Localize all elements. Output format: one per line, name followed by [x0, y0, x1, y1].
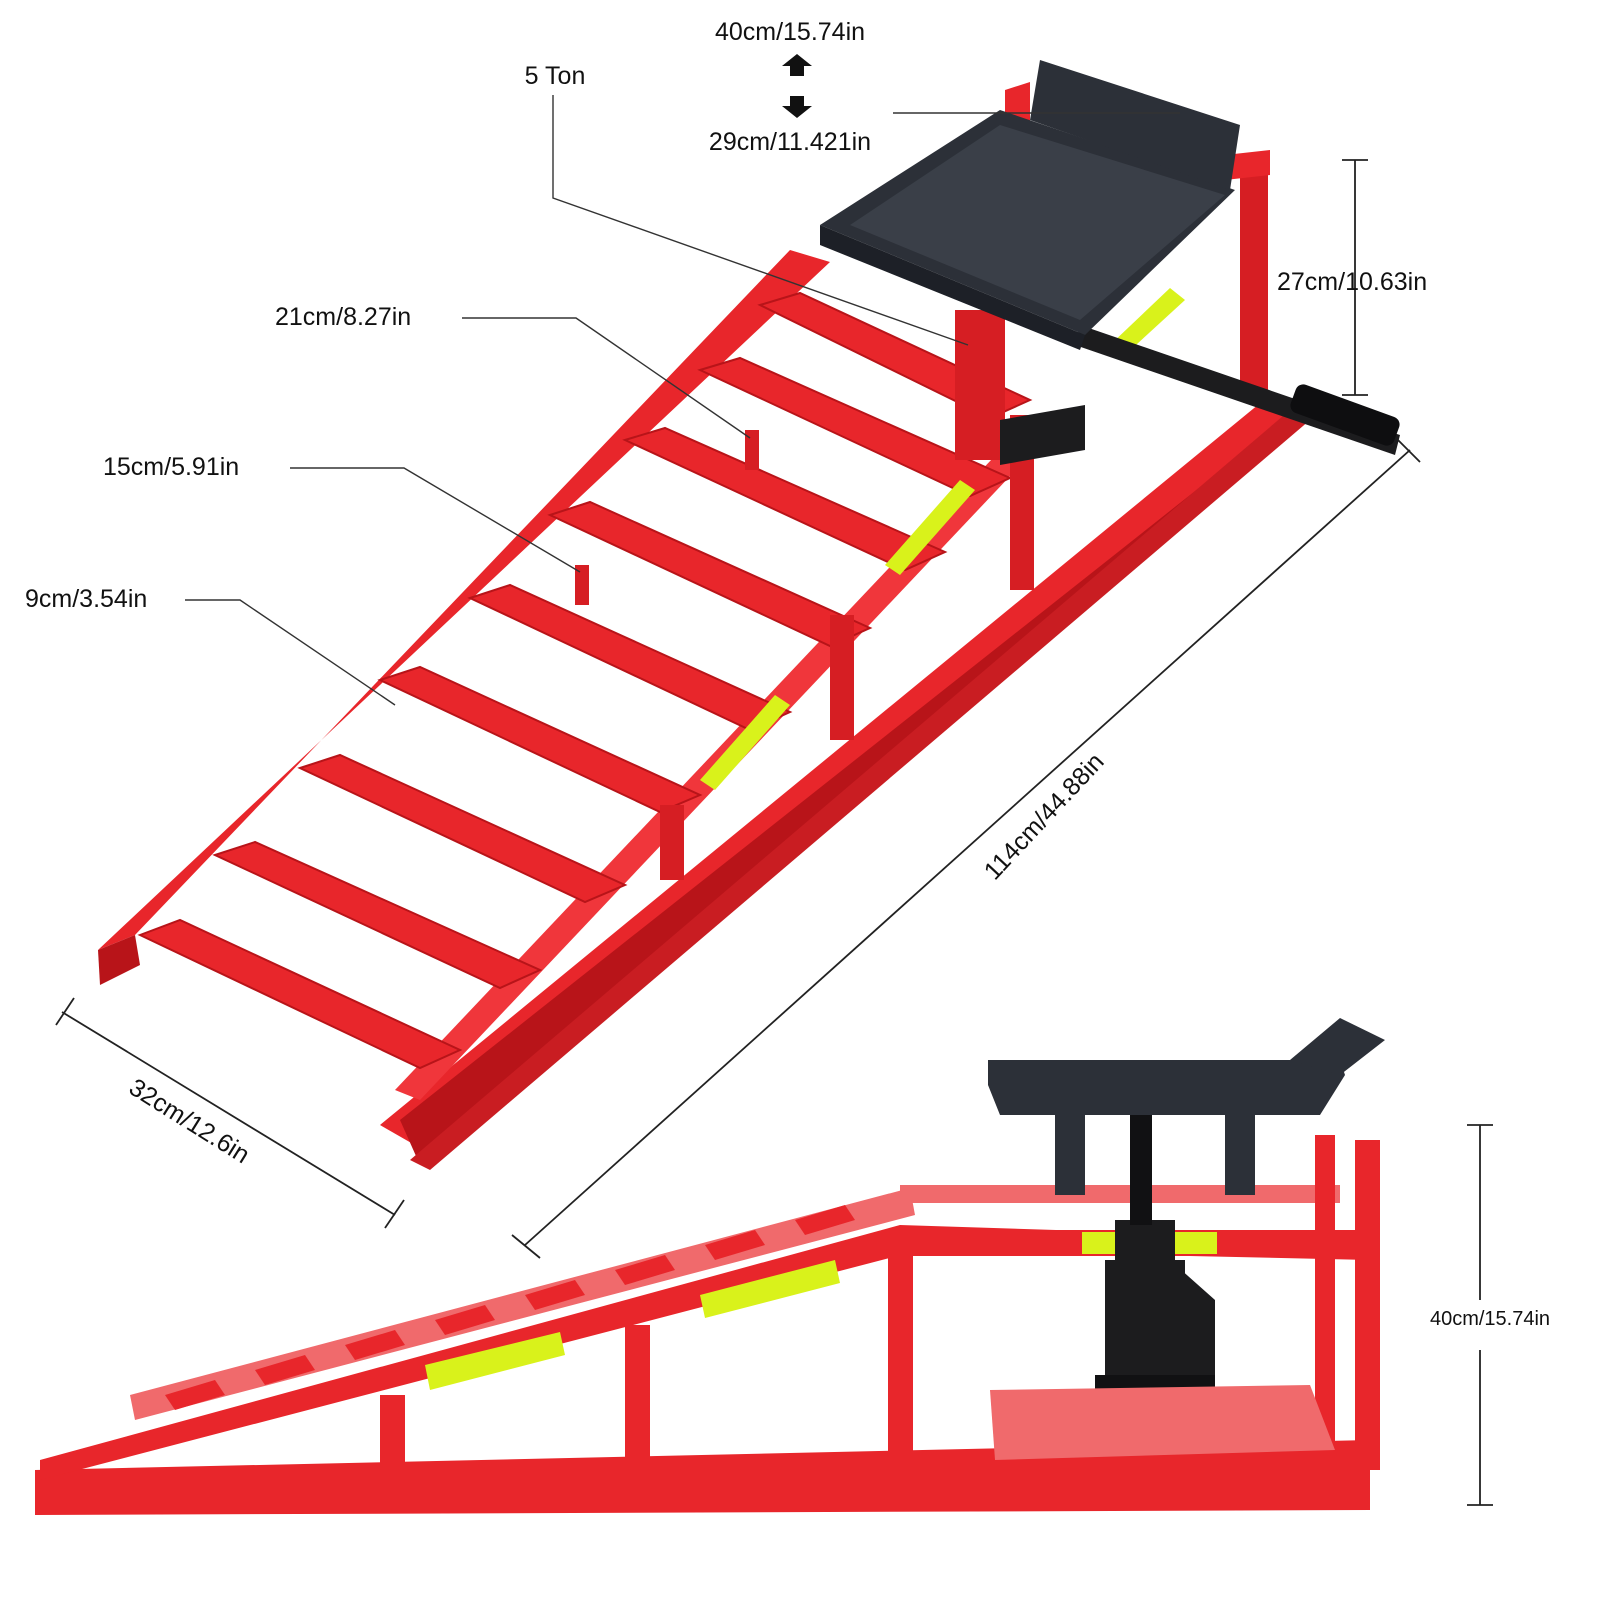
ramp-rungs	[137, 291, 1033, 1070]
lift-tray-side	[988, 1018, 1385, 1115]
ramp-side-view	[35, 1018, 1385, 1515]
label-step-9: 9cm/3.54in	[25, 585, 147, 613]
hydraulic-jack-side	[1055, 1115, 1255, 1420]
jack-handle	[1075, 325, 1400, 455]
leader-line	[185, 599, 396, 706]
rung	[137, 918, 463, 1070]
lift-tray-top	[820, 60, 1240, 350]
reflector-strips	[700, 288, 1185, 790]
tray-lip	[1030, 60, 1240, 190]
rung	[622, 426, 948, 572]
label-lift-max: 40cm/15.74in	[715, 18, 865, 46]
leader-line	[290, 467, 581, 573]
label-height-40: 40cm/15.74in	[1430, 1308, 1550, 1330]
leader-line	[462, 317, 751, 439]
arrow-down-icon	[782, 96, 812, 118]
reflector-strip	[700, 695, 790, 790]
dimension-27	[1342, 159, 1368, 396]
hydraulic-jack-top	[955, 310, 1400, 465]
label-step-15: 15cm/5.91in	[103, 453, 239, 481]
dimension-114	[511, 439, 1421, 1259]
rung	[547, 500, 873, 648]
rung	[467, 583, 793, 732]
rung	[212, 840, 543, 990]
label-step-21: 21cm/8.27in	[275, 303, 411, 331]
rung	[297, 753, 628, 904]
ramp-top-view	[98, 60, 1400, 1170]
rung	[377, 665, 703, 814]
reflector-strip	[885, 480, 975, 575]
label-height-27: 27cm/10.63in	[1277, 268, 1427, 296]
ramp-left-rail	[98, 250, 830, 950]
support-posts	[575, 165, 1268, 880]
label-width: 32cm/12.6in	[124, 1073, 254, 1169]
label-capacity: 5 Ton	[525, 62, 586, 90]
label-lift-min: 29cm/11.421in	[709, 128, 871, 156]
dimension-40	[1467, 1124, 1493, 1506]
leader-line	[552, 95, 969, 346]
dimension-32	[55, 997, 405, 1229]
arrow-up-icon	[782, 54, 812, 76]
side-posts	[380, 1135, 1380, 1480]
lift-range-arrows	[782, 54, 812, 118]
reflector-strip	[1110, 288, 1185, 355]
label-length: 114cm/44.88in	[979, 748, 1110, 886]
